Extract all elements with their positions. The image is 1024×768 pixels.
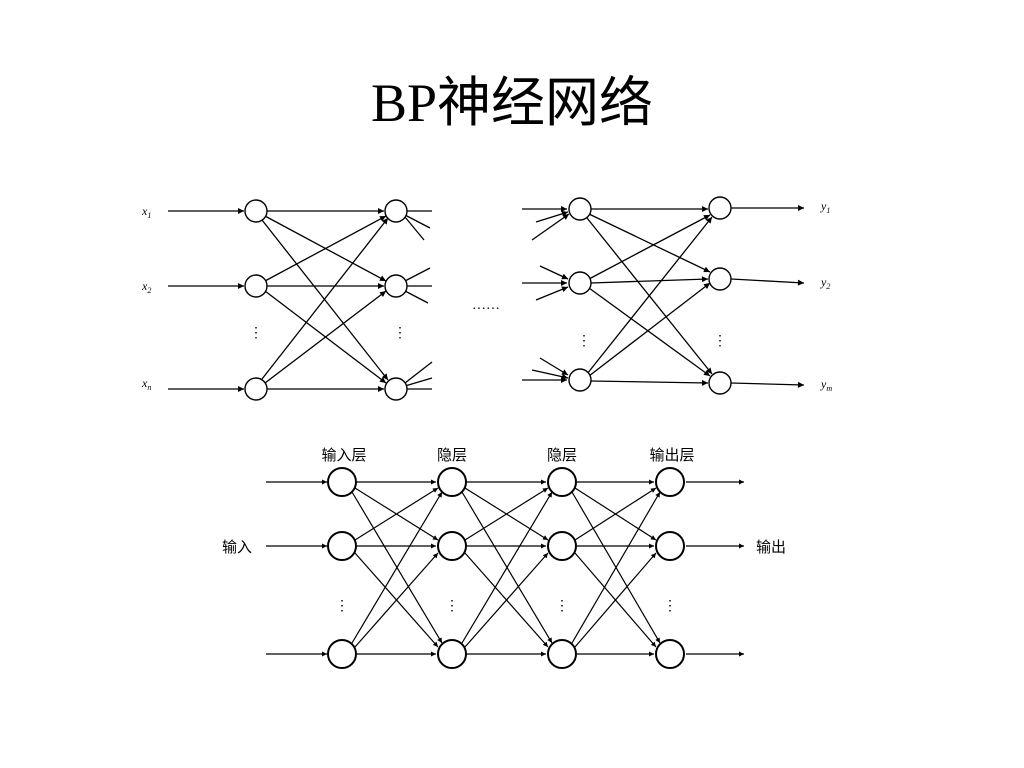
bottom-node-hidden2-1 <box>547 467 577 497</box>
layer-label-hidden-2: 隐层 <box>547 446 577 464</box>
top-node-l2-n <box>384 377 408 401</box>
input-label-x1: x1 <box>141 204 151 220</box>
top-node-l2-2 <box>384 274 408 298</box>
bottom-node-output-2 <box>655 531 685 561</box>
input-label-xn: xn <box>141 376 151 392</box>
bottom-vdots-hidden2: ⋮ <box>555 599 569 614</box>
bottom-node-hidden1-n <box>437 639 467 669</box>
page-title: BP神经网络 <box>370 73 654 133</box>
middle-ellipsis: …… <box>472 298 500 313</box>
output-label: 输出 <box>756 538 786 556</box>
top-network <box>168 196 805 401</box>
layer-label-output: 输出层 <box>649 446 694 464</box>
bottom-node-hidden1-1 <box>437 467 467 497</box>
bottom-vdots-hidden1: ⋮ <box>445 599 459 614</box>
bottom-node-hidden2-2 <box>547 531 577 561</box>
input-label-x2: x2 <box>141 279 151 295</box>
top-node-out-m <box>708 371 732 395</box>
top-vdots-l2: ⋮ <box>393 326 407 341</box>
top-node-out-2 <box>708 267 732 291</box>
bottom-network <box>266 467 744 669</box>
output-label-ym: ym <box>820 377 832 393</box>
top-node-l1-1 <box>244 199 268 223</box>
layer-label-hidden-1: 隐层 <box>437 446 467 464</box>
bottom-vdots-input: ⋮ <box>335 599 349 614</box>
top-node-lk-n <box>568 368 592 392</box>
bottom-node-input-2 <box>327 531 357 561</box>
top-node-l1-2 <box>244 274 268 298</box>
input-label: 输入 <box>222 538 252 556</box>
bottom-node-output-n <box>655 639 685 669</box>
bottom-node-hidden1-2 <box>437 531 467 561</box>
output-arrow-m <box>730 381 805 388</box>
bottom-vdots-output: ⋮ <box>663 599 677 614</box>
bottom-node-hidden2-n <box>547 639 577 669</box>
top-node-l2-1 <box>384 199 408 223</box>
output-arrow-2 <box>730 278 805 286</box>
bottom-node-input-1 <box>327 467 357 497</box>
top-node-lk-2 <box>568 271 592 295</box>
top-node-l1-n <box>244 377 268 401</box>
top-vdots-out: ⋮ <box>713 334 727 349</box>
top-vdots-lk: ⋮ <box>577 334 591 349</box>
top-vdots-l1: ⋮ <box>249 326 263 341</box>
output-label-y1: y1 <box>820 199 830 215</box>
layer-label-input: 输入层 <box>321 446 366 464</box>
top-node-out-1 <box>708 196 732 220</box>
output-label-y2: y2 <box>820 275 830 291</box>
bottom-node-input-n <box>327 639 357 669</box>
bottom-node-output-1 <box>655 467 685 497</box>
top-node-lk-1 <box>568 197 592 221</box>
